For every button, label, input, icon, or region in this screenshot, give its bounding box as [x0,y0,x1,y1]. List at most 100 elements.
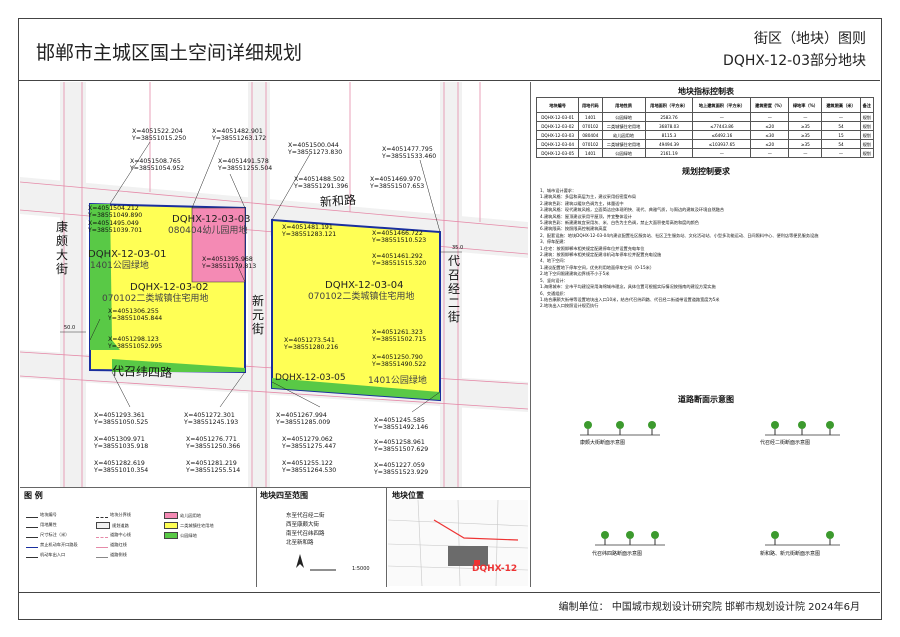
legend-item: 道路侧线 [96,552,127,558]
road-label-daizhaojing: 代召经二街 [448,254,461,324]
road-daizhaojing [440,82,462,487]
parcel-05-code: DQHX-12-03-05 [275,373,346,383]
legend-title: 图 例 [24,491,43,500]
parcel-01-code: DQHX-12-03-01 [88,249,167,260]
bottom-strip [20,487,530,588]
indicator-title: 地块指标控制表 [678,87,734,96]
plan-code: DQHX-12-03部分地块 [723,53,866,69]
dimension-lines [60,251,462,333]
requirements-title: 规划控制要求 [682,167,730,176]
table-header: 绿地率（%） [788,97,823,113]
width-label-35: 35.0 [452,245,464,251]
table-header: 地上建筑面积（平方米） [692,97,752,113]
location-title: 地块位置 [392,491,424,500]
legend-item: 公园绿地 [164,532,197,539]
map-canvas [20,82,528,487]
table-header: 备注 [859,97,875,113]
road-xinyuan [248,82,270,487]
plan-title: 邯郸市主城区国土空间详细规划 [36,42,303,64]
legend-item: 道路中心线 [96,532,131,538]
parcel-05-use: 1401公园绿地 [368,376,427,386]
parcel-01-park-south [90,340,120,350]
legend-item: 机动车出入口 [26,552,65,558]
width-label-50: 50.0 [64,325,76,331]
road-label-xinyuan: 新元街 [252,294,265,336]
header-divider [18,80,880,81]
legend-item: 幼儿园用地 [164,512,201,519]
section-daizhaowei [595,531,665,546]
control-panel: 地块指标控制表 规划控制要求 道路断面示意图 [530,82,881,587]
table-header: 用地性质 [601,97,646,113]
location-minimap [388,500,528,586]
parcel-02-use: 070102二类城镇住宅用地 [102,294,209,304]
north-arrow-icon [296,554,336,571]
plan-subtitle: 街区（地块）图则 [754,31,866,47]
parcel-03-use: 080404幼儿园用地 [168,226,248,236]
indicator-table: 地块编号 用地代码 用地性质 用地面积（平方米） 地上建筑面积（平方米） 建筑密… [535,97,875,158]
road-label-xinhe: 新和路 [319,192,357,210]
scale-label: 1:5000 [352,566,370,572]
parcel-map[interactable]: 康颇大街 新和路 新元街 代召经二街 代召纬四路 50.0 35.0 DQHX-… [20,82,528,487]
requirements-text: 1、城市设计要求： 1.建筑风格：多层和高层为主，建议采用低密度布局 2.建筑色… [540,188,819,309]
parcel-04-code: DQHX-12-03-04 [325,280,404,291]
footer-credits: 编制单位： 中国城市规划设计研究院 邯郸市规划设计院 2024年6月 [558,602,860,613]
legend-item: 尺寸标注（米） [26,532,69,538]
divider [256,487,257,587]
parcel-01-use: 1401公园绿地 [90,261,149,271]
section-label: 康颇大街断面示意图 [580,440,626,446]
footer-divider [18,592,880,593]
section-daizhaojing [765,421,840,436]
section-label: 代召经二街断面示意图 [760,440,811,446]
table-header: 建筑限高（米） [821,97,861,113]
section-xinhe-xinyuan [765,531,840,546]
legend-item: 用地属性 [26,522,57,528]
legend-item: 地块分界线 [96,512,131,518]
road-label-daizhaowei: 代召纬四路 [111,363,173,381]
parcel-01-park[interactable] [90,204,112,340]
table-header: 建筑密度（%） [750,97,790,113]
parcel-05-park[interactable] [272,378,440,400]
coordinate-leaders [89,139,441,413]
section-kangdai [580,421,660,436]
surrounding-title: 地块四至范围 [260,491,308,500]
legend-item: 道路红线 [96,542,127,548]
location-tag: DQHX-12 [472,564,518,574]
parcel-03-code: DQHX-12-03-03 [172,214,251,225]
table-header: 用地面积（平方米） [644,97,694,113]
table-header: 用地代码 [578,97,603,113]
roads-title: 道路断面示意图 [678,395,734,404]
